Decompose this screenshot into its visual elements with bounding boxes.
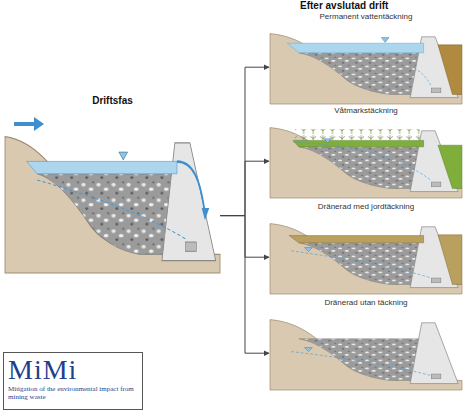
logo-subtitle: Mitigation of the environmental impact f… [8,385,138,401]
branch-arrow [220,161,269,215]
logo-title: MiMi [8,355,138,385]
logo-box: MiMiMitigation of the environmental impa… [3,352,143,410]
closure-panel: Våtmarkstäckning [270,106,462,198]
closure-panel: Dränerad utan täckning [270,298,462,390]
panel-heading: Våtmarkstäckning [270,106,462,116]
panel-heading: Dränerad med jordtäckning [270,202,462,212]
closure-panel: Permanent vattentäckning [270,12,462,104]
closure-panel: Dränerad med jordtäckning [270,202,462,294]
phase-heading: Driftsfas [5,95,220,106]
panel-heading: Dränerad utan täckning [270,298,462,308]
phase-panel: Driftsfas [5,95,220,275]
branch-arrow [220,216,269,354]
panel-heading: Permanent vattentäckning [270,12,462,22]
section-heading: Efter avslutad drift [300,0,388,11]
branch-arrow [220,67,269,215]
